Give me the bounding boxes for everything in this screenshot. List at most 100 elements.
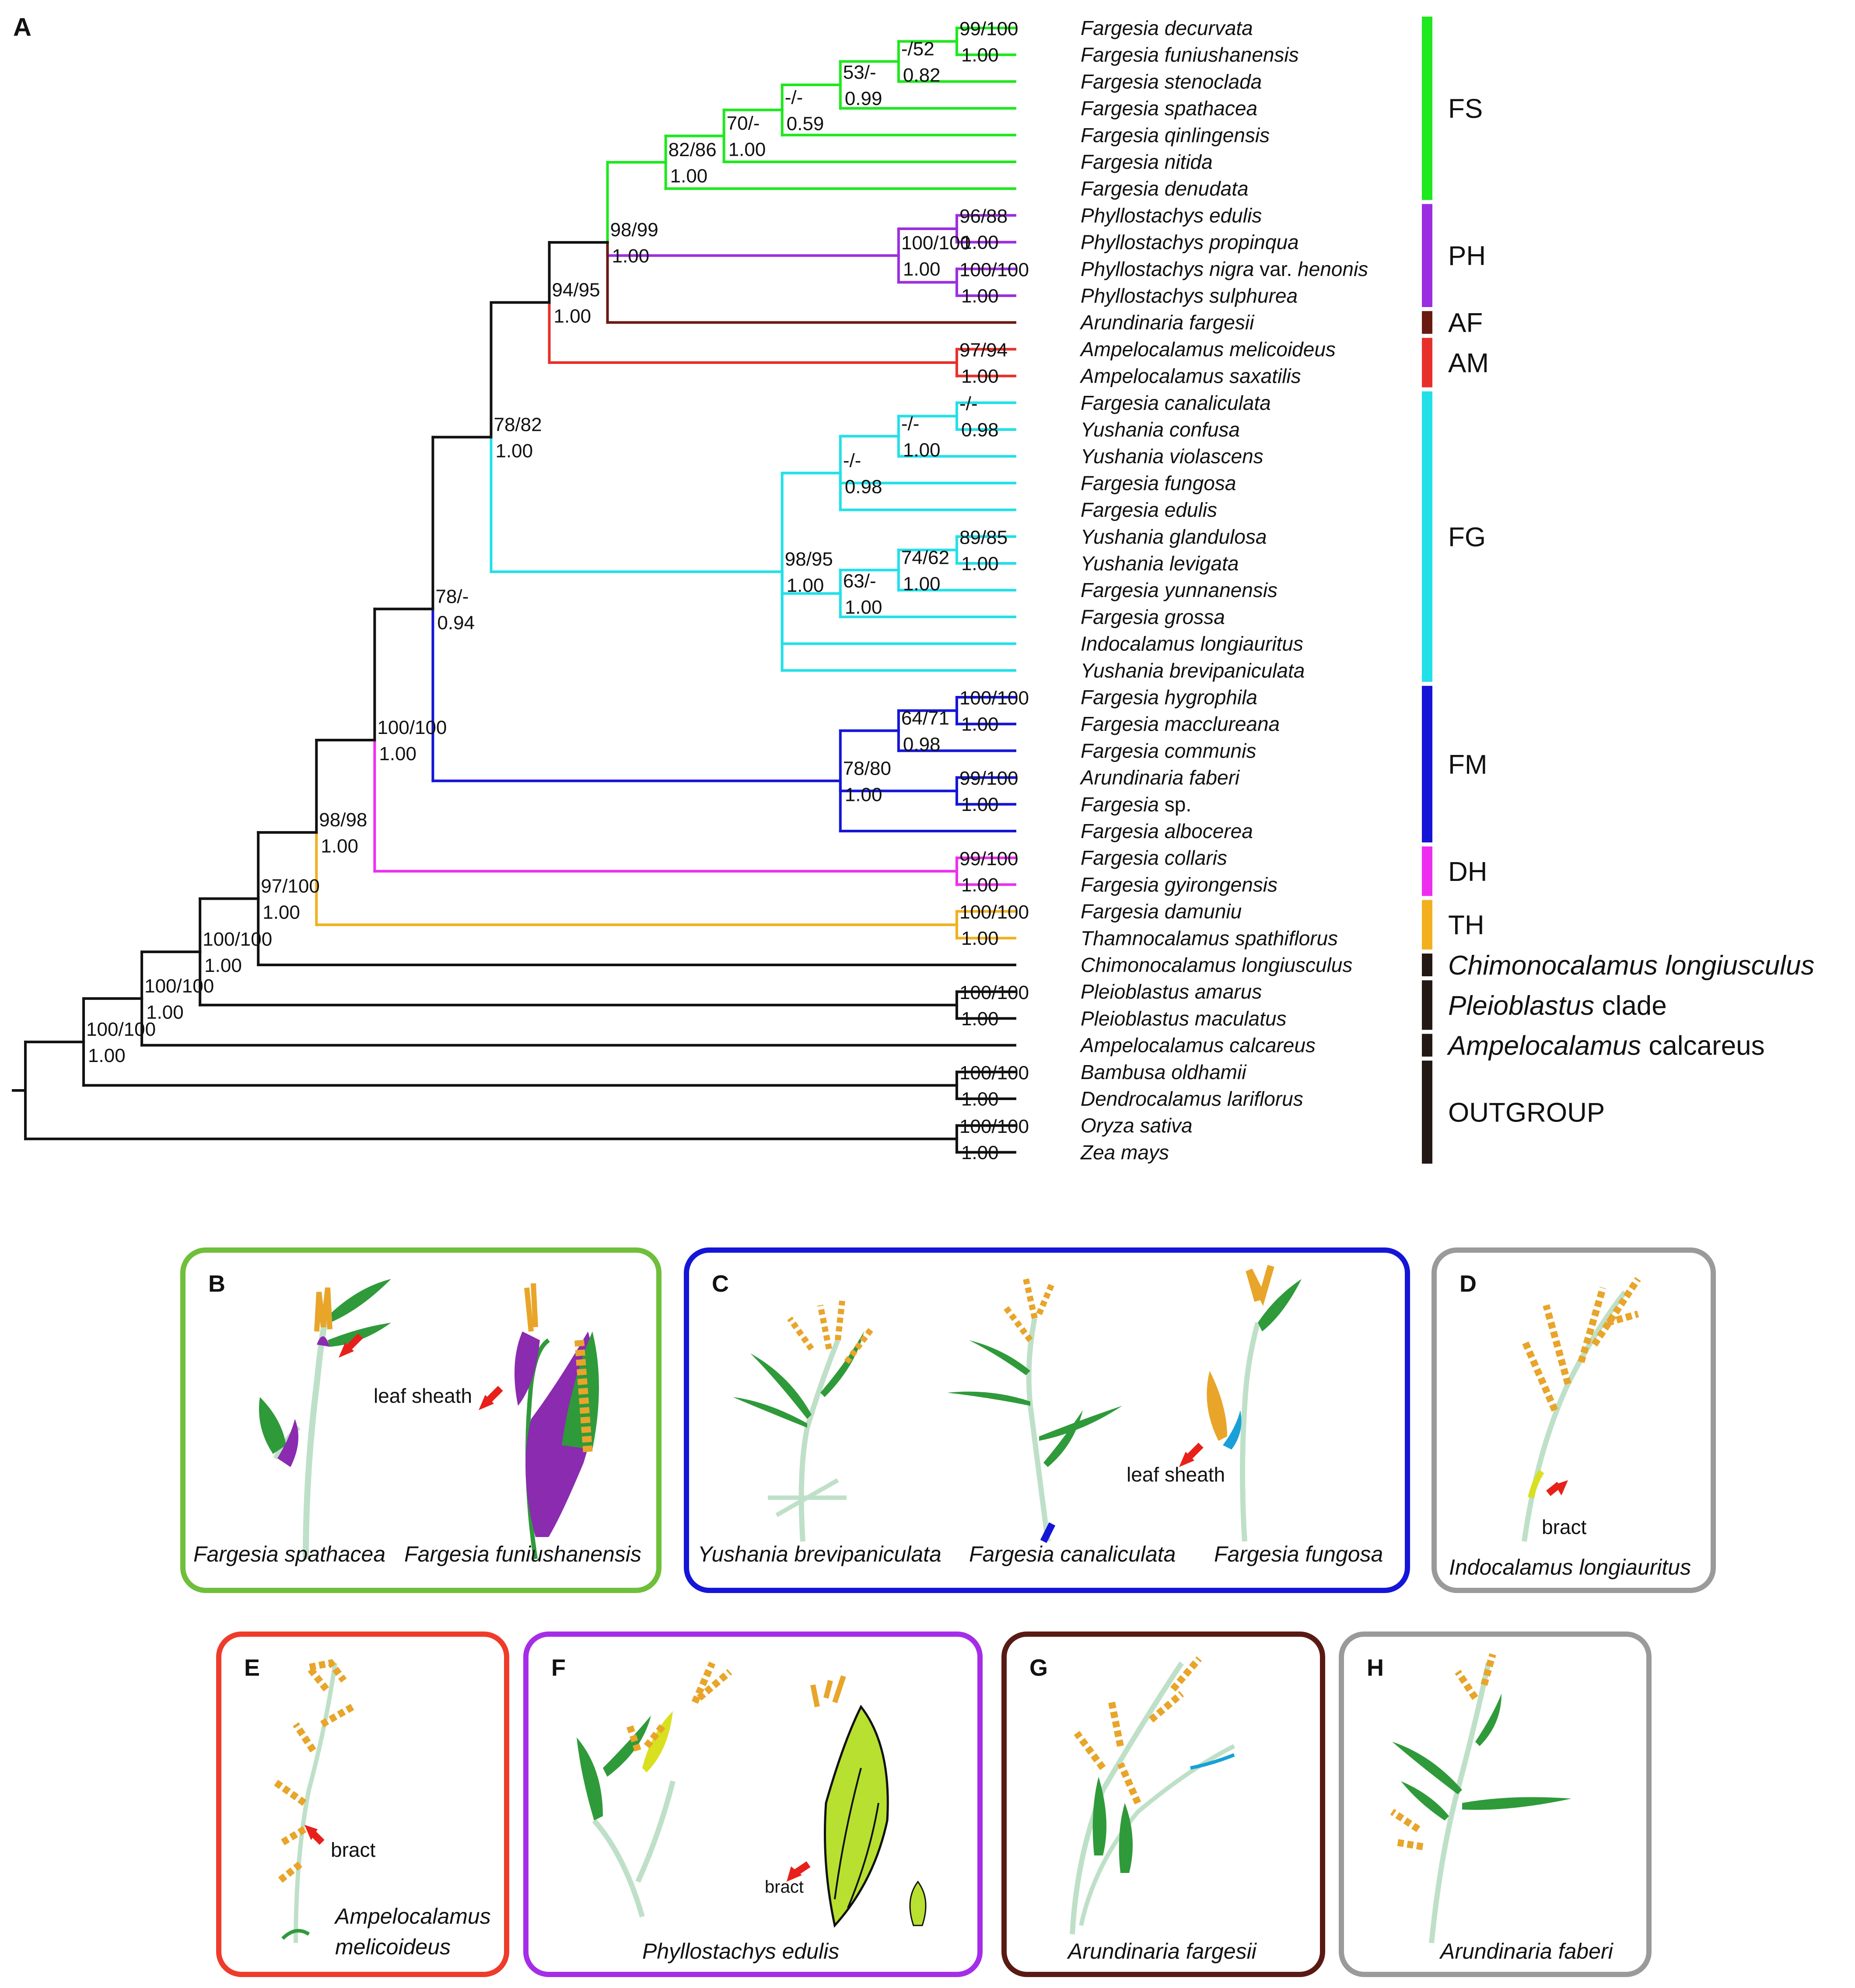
posterior-value-n14: 1.00	[903, 439, 941, 461]
support-value-n30: 97/100	[261, 876, 320, 897]
clade-label: Pleioblastus clade	[1448, 991, 1667, 1021]
clade-label: TH	[1448, 910, 1484, 940]
clade-label-part: OUTGROUP	[1448, 1098, 1605, 1128]
taxon-label: Fargesia fungosa	[1081, 472, 1236, 494]
taxon-label-part: Dendrocalamus lariflorus	[1081, 1087, 1303, 1110]
panel-b-note: leaf sheath	[374, 1384, 472, 1407]
support-value-n1: 99/100	[959, 18, 1018, 40]
panel-h: H Arundinaria faberi	[1339, 1632, 1652, 1977]
taxon-label: Fargesia albocerea	[1081, 820, 1253, 842]
taxon-label: Fargesia macclureana	[1081, 713, 1280, 735]
panel-c-note: leaf sheath	[1127, 1463, 1225, 1486]
clade-label-part: DH	[1448, 857, 1488, 887]
clade-bar	[1422, 311, 1432, 334]
support-value-n34: 100/100	[959, 1062, 1029, 1083]
taxon-label-part: Fargesia nitida	[1081, 150, 1213, 173]
taxon-label-part: sp.	[1159, 793, 1191, 816]
panel-f-note: bract	[765, 1877, 804, 1897]
taxon-label: Thamnocalamus spathiflorus	[1081, 927, 1338, 950]
taxon-label-part: Fargesia canaliculata	[1081, 391, 1271, 414]
panel-c: C leaf sheath Yushania brevipaniculata F…	[684, 1247, 1410, 1593]
taxon-label-part: var.	[1254, 258, 1298, 280]
clade-label-part: PH	[1448, 241, 1486, 271]
support-value-n36: 100/100	[959, 1116, 1029, 1137]
clade-label: PH	[1448, 241, 1486, 271]
taxon-label: Fargesia spathacea	[1081, 97, 1257, 120]
panel-b-caption-2: Fargesia funiushanensis	[404, 1542, 641, 1566]
clade-bar	[1422, 204, 1432, 307]
panel-f-caption: Phyllostachys edulis	[642, 1939, 840, 1964]
support-value-n22: 64/71	[901, 708, 949, 729]
taxon-label-part: Yushania confusa	[1081, 418, 1240, 441]
taxon-label-part: Fargesia	[1081, 793, 1159, 816]
taxon-label-part: Fargesia macclureana	[1081, 713, 1280, 735]
posterior-value-n20: 1.00	[495, 440, 533, 461]
taxon-label: Chimonocalamus longiusculus	[1081, 954, 1352, 976]
taxon-label-part: Yushania violascens	[1081, 445, 1264, 468]
taxon-label: Oryza sativa	[1081, 1114, 1193, 1137]
taxon-label: Fargesia canaliculata	[1081, 391, 1271, 414]
taxon-label-part: Fargesia stenoclada	[1081, 70, 1262, 93]
support-value-n12: 94/95	[552, 280, 600, 301]
taxon-label-part: Fargesia damuniu	[1081, 900, 1242, 923]
taxon-label: Fargesia damuniu	[1081, 900, 1242, 923]
posterior-value-n11: 1.00	[961, 366, 999, 387]
taxon-label: Fargesia hygrophila	[1081, 686, 1257, 709]
support-value-n29: 98/98	[319, 809, 367, 831]
clade-label-part: FG	[1448, 522, 1486, 552]
taxon-label-part: Arundinaria fargesii	[1079, 311, 1255, 334]
posterior-value-n2: 0.82	[903, 65, 941, 86]
taxon-label-part: Fargesia albocerea	[1081, 820, 1253, 842]
posterior-value-n28: 1.00	[961, 928, 999, 949]
support-value-n4: -/-	[785, 87, 803, 108]
taxon-label-part: Fargesia funiushanensis	[1081, 43, 1299, 66]
posterior-value-n15: 0.98	[845, 476, 882, 497]
taxon-label: Dendrocalamus lariflorus	[1081, 1087, 1303, 1110]
taxon-label-part: Fargesia gyirongensis	[1081, 873, 1278, 896]
panel-d-label: D	[1460, 1271, 1477, 1297]
taxon-label-part: Thamnocalamus spathiflorus	[1081, 927, 1338, 950]
taxon-label: Fargesia communis	[1081, 739, 1256, 762]
posterior-value-n16: 1.00	[961, 553, 999, 574]
panel-d-illustration	[1521, 1277, 1641, 1542]
posterior-value-n23: 1.00	[961, 794, 999, 815]
support-value-n27: 100/100	[377, 717, 447, 738]
panel-b-label: B	[208, 1271, 225, 1297]
clade-bar	[1422, 900, 1432, 950]
taxon-label: Phyllostachys nigra var. henonis	[1081, 258, 1368, 280]
support-value-n7: 96/88	[959, 206, 1008, 227]
clade-label-part: clade	[1594, 991, 1666, 1021]
support-value-n20: 78/82	[494, 414, 542, 435]
clade-label: FS	[1448, 94, 1483, 124]
taxon-label: Bambusa oldhamii	[1081, 1061, 1247, 1083]
taxon-label-part: Fargesia grossa	[1081, 605, 1225, 628]
support-value-n19: 98/95	[785, 549, 833, 570]
panel-h-caption: Arundinaria faberi	[1440, 1939, 1613, 1964]
clade-label: FG	[1448, 522, 1486, 552]
panel-c-label: C	[712, 1271, 729, 1297]
clade-bar	[1422, 954, 1432, 976]
support-value-n23: 99/100	[959, 768, 1018, 789]
panel-g-label: G	[1029, 1655, 1048, 1681]
taxon-label-part: Phyllostachys nigra	[1081, 258, 1254, 280]
support-value-n16: 89/85	[959, 527, 1008, 548]
panel-b: B leaf sheath Fargesia spathacea Fargesi…	[180, 1247, 662, 1593]
support-value-n10: 98/99	[610, 219, 658, 241]
panel-e-note: bract	[331, 1838, 376, 1861]
posterior-value-n13: 0.98	[961, 419, 999, 440]
taxon-label-part: Oryza sativa	[1081, 1114, 1193, 1137]
clade-bar	[1422, 391, 1432, 682]
posterior-value-n17: 1.00	[903, 573, 941, 594]
support-value-n6: 82/86	[668, 139, 717, 161]
taxon-label: Pleioblastus amarus	[1081, 980, 1262, 1003]
taxon-label-part: Pleioblastus amarus	[1081, 980, 1262, 1003]
posterior-value-n1: 1.00	[961, 45, 999, 66]
clade-label: AM	[1448, 348, 1489, 378]
clade-label-part: Chimonocalamus longiusculus	[1448, 950, 1814, 981]
taxon-label-part: Pleioblastus maculatus	[1081, 1007, 1286, 1030]
taxon-label: Yushania brevipaniculata	[1081, 659, 1305, 682]
posterior-value-n33: 1.00	[146, 1002, 184, 1023]
taxon-label: Fargesia grossa	[1081, 605, 1225, 628]
panel-g-illustration	[1070, 1656, 1236, 1935]
